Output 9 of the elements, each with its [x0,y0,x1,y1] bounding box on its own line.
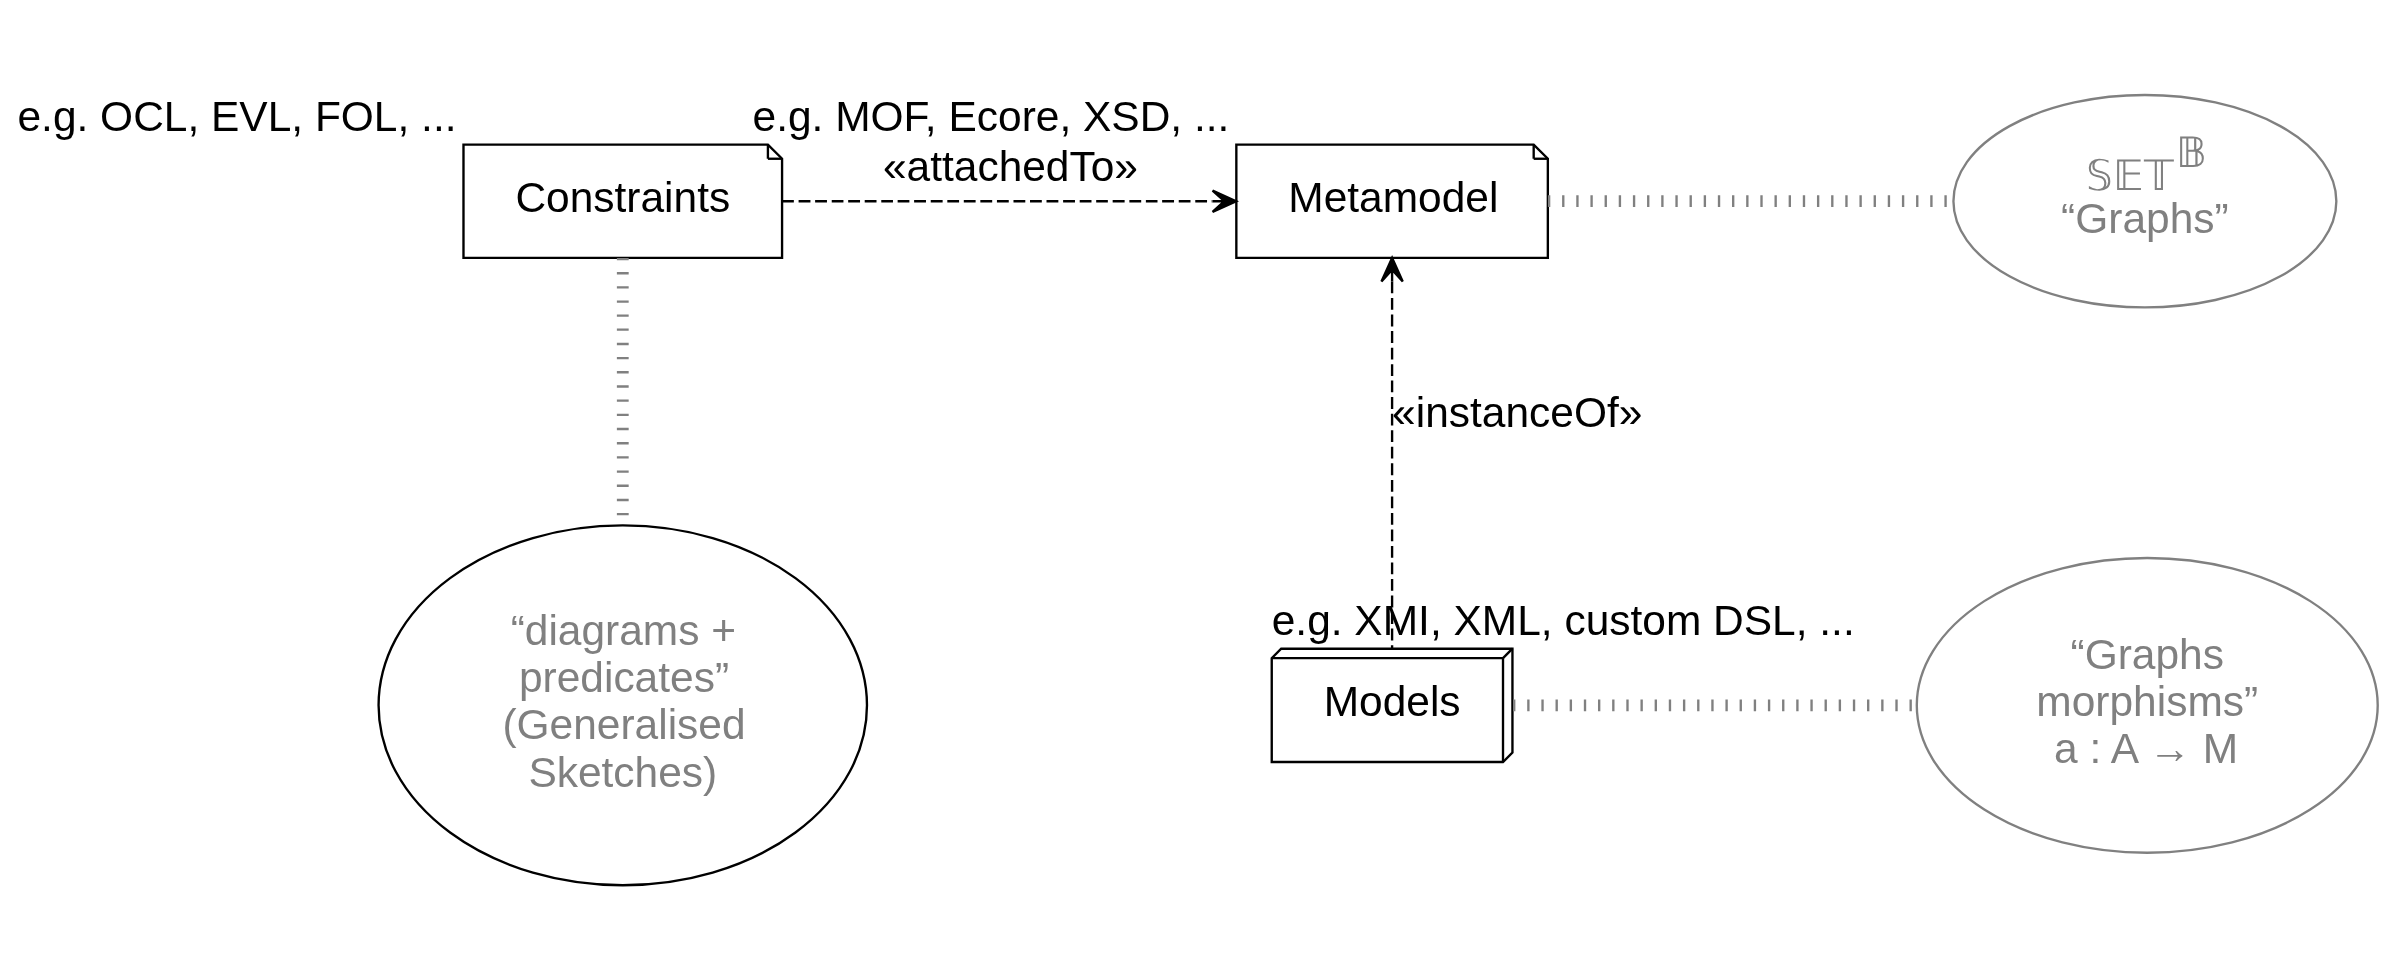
edge-label: «attachedTo» [882,142,1138,190]
node-label: e.g. MOF, Ecore, XSD, ... [752,93,1230,141]
node-label: e.g. OCL, EVL, FOL, ... [17,93,457,141]
node-ellipse: “Graphs morphisms” a : A → M [1915,556,2379,854]
arrow [1380,256,1404,649]
node-ellipse: “diagrams + predicates” (Generalised Sketches) [377,524,869,887]
arrow [782,189,1238,213]
node-label: e.g. XMI, XML, custom DSL, ... [1271,597,1855,645]
edge-label: «instanceOf» [1392,388,1643,436]
